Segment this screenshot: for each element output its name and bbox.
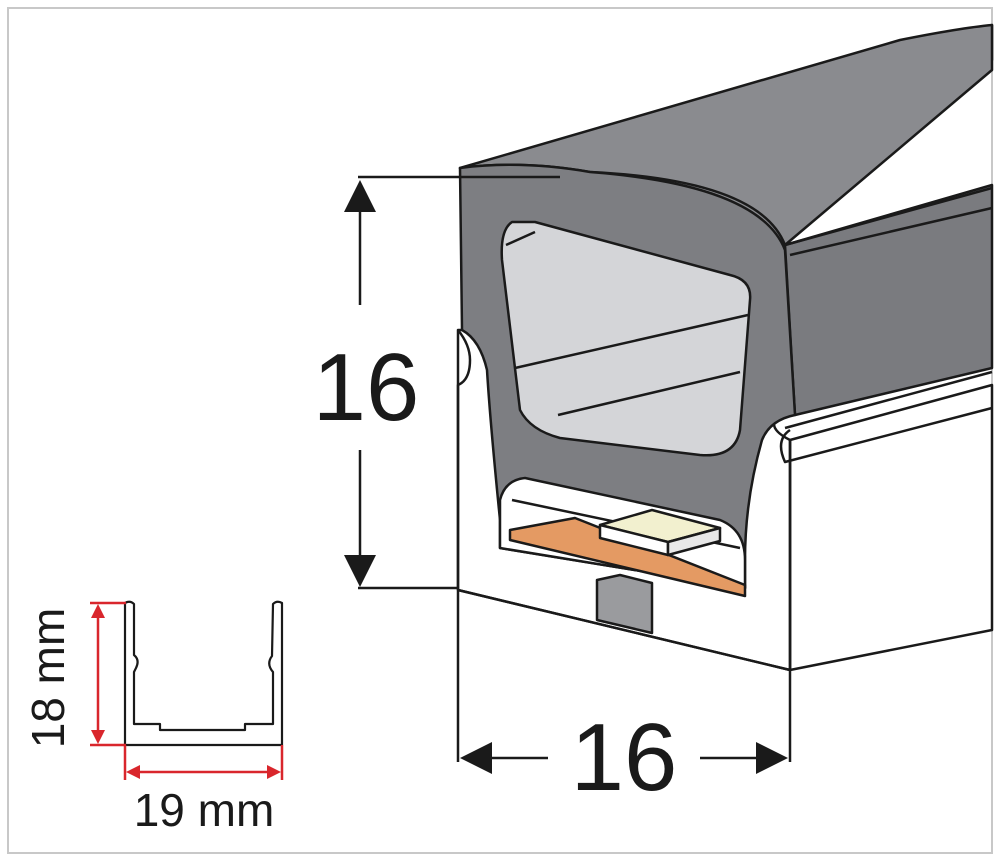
silicone-groove-top — [784, 186, 993, 247]
channel-height-label: 18 mm — [22, 608, 74, 749]
silicone-groove-mid — [789, 206, 993, 257]
height-label: 16 — [313, 334, 420, 441]
channel-height-arrow-up — [91, 604, 105, 618]
channel-cross-section — [123, 600, 284, 747]
window-rib-3 — [557, 370, 741, 417]
height-arrow-up — [344, 180, 376, 212]
base-channel-bottom-edge — [457, 588, 791, 672]
width-arrow-right — [756, 742, 788, 774]
base-channel-lip — [779, 406, 993, 464]
channel-outline — [123, 600, 284, 747]
channel-width-arrow-right — [267, 765, 281, 779]
width-arrow-left — [460, 742, 492, 774]
window-rib-1 — [505, 230, 536, 247]
base-channel-lip-top — [784, 370, 993, 430]
channel-width-dimension — [123, 745, 284, 780]
height-arrow-down — [344, 555, 376, 587]
base-channel-left-edge — [456, 329, 472, 590]
neon-profile-3d — [456, 23, 994, 672]
window-rib-2 — [514, 313, 749, 370]
channel-height-dimension — [90, 601, 126, 747]
height-dimension — [344, 175, 560, 590]
channel-height-arrow-down — [91, 730, 105, 744]
channel-width-arrow-left — [126, 765, 140, 779]
channel-width-label: 19 mm — [134, 784, 275, 836]
led-chip-side — [666, 526, 722, 557]
width-dimension — [456, 590, 792, 774]
silicone-inner-window — [500, 220, 752, 457]
mounting-slot — [595, 573, 654, 635]
width-label: 16 — [571, 704, 678, 811]
pcb-strip — [508, 516, 747, 598]
